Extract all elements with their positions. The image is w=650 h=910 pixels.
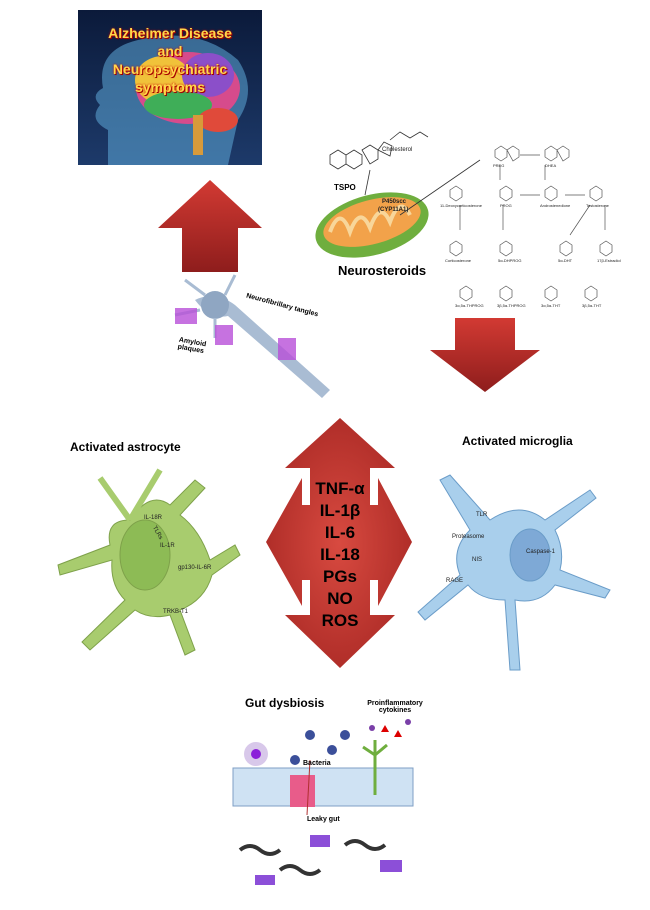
four-way-arrow [266, 418, 412, 668]
microglia-label: TLR [476, 512, 488, 518]
microglia-illustration [417, 474, 611, 671]
bacteria-label: Bacteria [303, 760, 331, 767]
compound-label: Corticosterone [445, 258, 472, 263]
compound-label: PROG [500, 203, 512, 208]
gut-illustration [232, 719, 414, 885]
mitochondrion-illustration [315, 192, 429, 258]
microglia-label: RAGE [446, 578, 464, 584]
receptor-label: IL-1R [160, 543, 175, 549]
receptor-label: IL-18R [144, 515, 163, 521]
neuron-illustration [174, 274, 330, 398]
cholesterol-label: Cholesterol [382, 147, 413, 153]
up-arrow [158, 180, 262, 272]
neurosteroids-title: Neurosteroids [338, 263, 427, 278]
cholesterol-structure [329, 131, 481, 216]
brain-title-line2: and [157, 43, 183, 59]
microglia-label: Proteasome [452, 534, 485, 540]
astrocyte-illustration [57, 468, 241, 656]
brain-head-illustration [95, 35, 248, 165]
compound-label: Androstenedione [540, 203, 571, 208]
compound-label: 5α-DHT [558, 258, 573, 263]
brain-title-line1: Alzheimer Disease [108, 25, 232, 41]
cytokine-item: ROS [321, 611, 359, 630]
compound-label: 17β-Estradiol [597, 258, 621, 263]
down-arrow [430, 318, 540, 392]
enzyme-label: P450scc [382, 199, 407, 205]
leaky-gut-label: Leaky gut [307, 816, 340, 823]
cytokine-item: IL-1β [319, 501, 361, 520]
cytokine-item: IL-18 [320, 545, 360, 564]
enzyme-gene-label: (CYP11A1) [378, 207, 409, 213]
compound-label: 3β,5α-THT [582, 303, 602, 308]
compound-label: PREG [493, 163, 505, 168]
compound-label: 3α,5α-THPROG [455, 303, 484, 308]
cytokine-item: PGs [322, 567, 358, 586]
brain-title-line3: Neuropsychiatric symptoms [112, 61, 228, 95]
microglia-title: Activated microglia [462, 434, 573, 448]
proinflammatory-label: Proinflammatory cytokines [367, 700, 423, 714]
compound-label: 3α,5α-THT [541, 303, 561, 308]
steroid-pathway [449, 145, 613, 302]
cytokine-item: NO [327, 589, 353, 608]
compound-label: 11-Deoxycorticosterone [440, 203, 482, 208]
tspo-label: TSPO [334, 183, 356, 192]
compound-label: 3β,5α-THPROG [497, 303, 526, 308]
astrocyte-title: Activated astrocyte [70, 440, 181, 454]
receptor-label: TRKB-T1 [163, 609, 189, 615]
receptor-label: gp130-IL-6R [178, 565, 212, 571]
microglia-label: NIS [472, 557, 483, 563]
cytokine-item: TNF-α [315, 479, 365, 498]
microglia-label: Caspase-1 [526, 549, 556, 555]
compound-label: Testosterone [586, 203, 609, 208]
gut-title: Gut dysbiosis [245, 696, 325, 710]
compound-label: DHEA [545, 163, 557, 168]
compound-label: 5α-DHPROG [498, 258, 522, 263]
cytokine-item: IL-6 [324, 523, 356, 542]
brain-panel: Alzheimer Disease and Neuropsychiatric s… [78, 10, 262, 165]
